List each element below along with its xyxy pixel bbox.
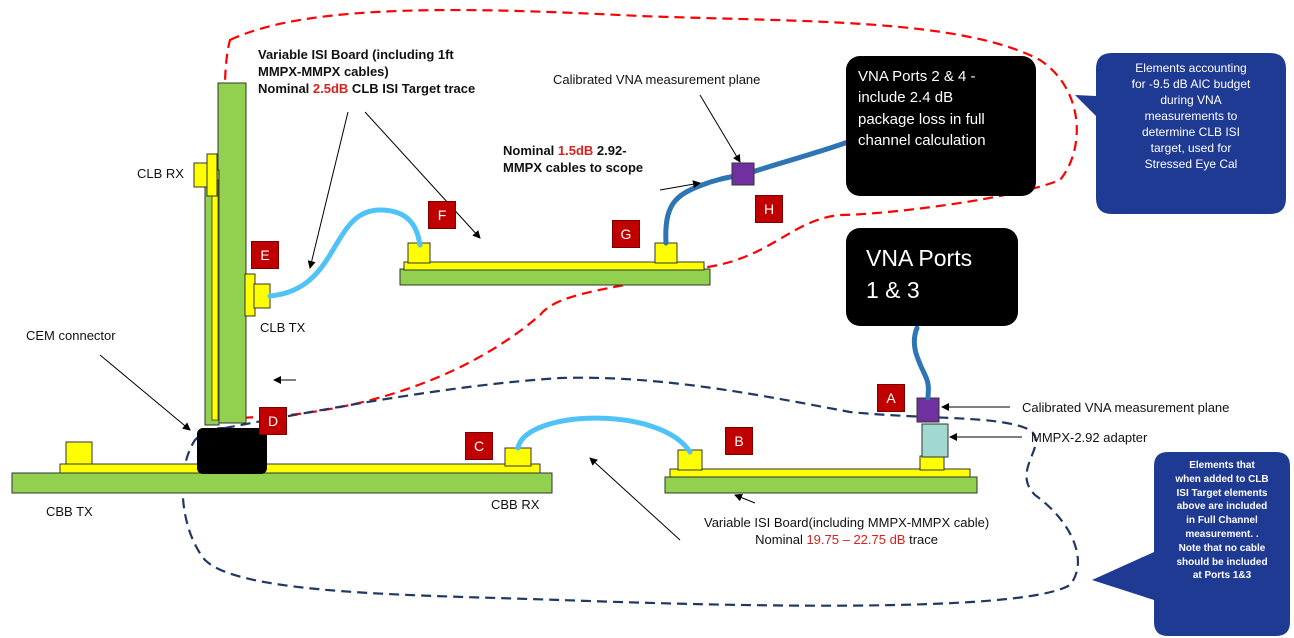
cables-arrow — [659, 180, 701, 191]
clb-rx-connector — [193, 162, 209, 188]
clb-back-board — [217, 82, 247, 424]
callout-top-bubble — [1075, 53, 1286, 214]
marker-e: E — [251, 241, 279, 269]
marker-g: G — [612, 220, 640, 248]
cbb-tx-label: CBB TX — [46, 504, 93, 519]
marker-c: C — [465, 432, 493, 460]
cbb-rx-connector — [504, 447, 532, 467]
mmpx-292-adapter — [921, 423, 949, 458]
cbb-trace-left — [59, 463, 211, 474]
cbb-tx-connector — [65, 441, 93, 465]
marker-f: F — [428, 201, 456, 229]
vna-ports-13-box: VNA Ports 1 & 3 — [846, 228, 1018, 326]
vna-plane-top — [731, 162, 755, 186]
cem-connector — [197, 428, 267, 474]
cbb-rx-cable — [515, 415, 693, 455]
callout-top-text: Elements accounting for -9.5 dB AIC budg… — [1131, 61, 1251, 172]
marker-a: A — [877, 384, 905, 412]
cem-arrow — [99, 354, 191, 431]
vna13-cable — [911, 325, 931, 401]
isi-bottom-trace — [669, 468, 971, 478]
scope-cable — [663, 173, 738, 246]
callout-bottom-text: Elements that when added to CLB ISI Targ… — [1175, 460, 1269, 582]
cal-plane-top-label: Calibrated VNA measurement plane — [553, 72, 761, 87]
clb-rx-label: CLB RX — [137, 166, 184, 181]
isi-bottom-arrow-left — [589, 457, 681, 541]
isi-top-board — [399, 268, 711, 286]
cbb-rx-label: CBB RX — [491, 497, 540, 512]
cem-connector-label: CEM connector — [26, 328, 116, 343]
vna-ports-24-box: VNA Ports 2 & 4 - include 2.4 dB package… — [846, 56, 1036, 196]
isi-top-arrow-left — [307, 111, 349, 269]
cal-plane-right-label: Calibrated VNA measurement plane — [1022, 400, 1230, 415]
marker-h: H — [755, 195, 783, 223]
vna-plane-bottom — [916, 397, 940, 423]
clb-tx-cable — [267, 207, 423, 299]
clb-rx-connector-base — [206, 153, 218, 197]
isi-top-label: Variable ISI Board (including 1ft MMPX-M… — [258, 47, 476, 96]
isi-bottom-label: Variable ISI Board(including MMPX-MMPX c… — [704, 515, 990, 547]
cables-label: Nominal 1.5dB 2.92- MMPX cables to scope — [503, 143, 644, 175]
isi-top-arrow-right — [364, 111, 481, 239]
isi-bottom-board — [664, 476, 978, 494]
scope-cable-to-vna — [749, 139, 851, 175]
cal-plane-top-arrow — [699, 94, 741, 163]
isi-top-connector-right — [654, 242, 678, 264]
marker-b: B — [725, 427, 753, 455]
clb-trace — [211, 179, 219, 421]
marker-d: D — [259, 407, 287, 435]
cbb-trace-right — [261, 463, 541, 474]
clb-tx-label: CLB TX — [260, 320, 306, 335]
full-channel-boundary — [181, 376, 1080, 607]
isi-bottom-arrow-right — [734, 493, 756, 504]
cbb-board — [11, 472, 553, 494]
isi-top-trace — [403, 261, 705, 271]
isi-bottom-connector-right — [919, 455, 945, 471]
adapter-label: MMPX-2.92 adapter — [1031, 430, 1148, 445]
callout-bottom-bubble — [1092, 452, 1290, 636]
